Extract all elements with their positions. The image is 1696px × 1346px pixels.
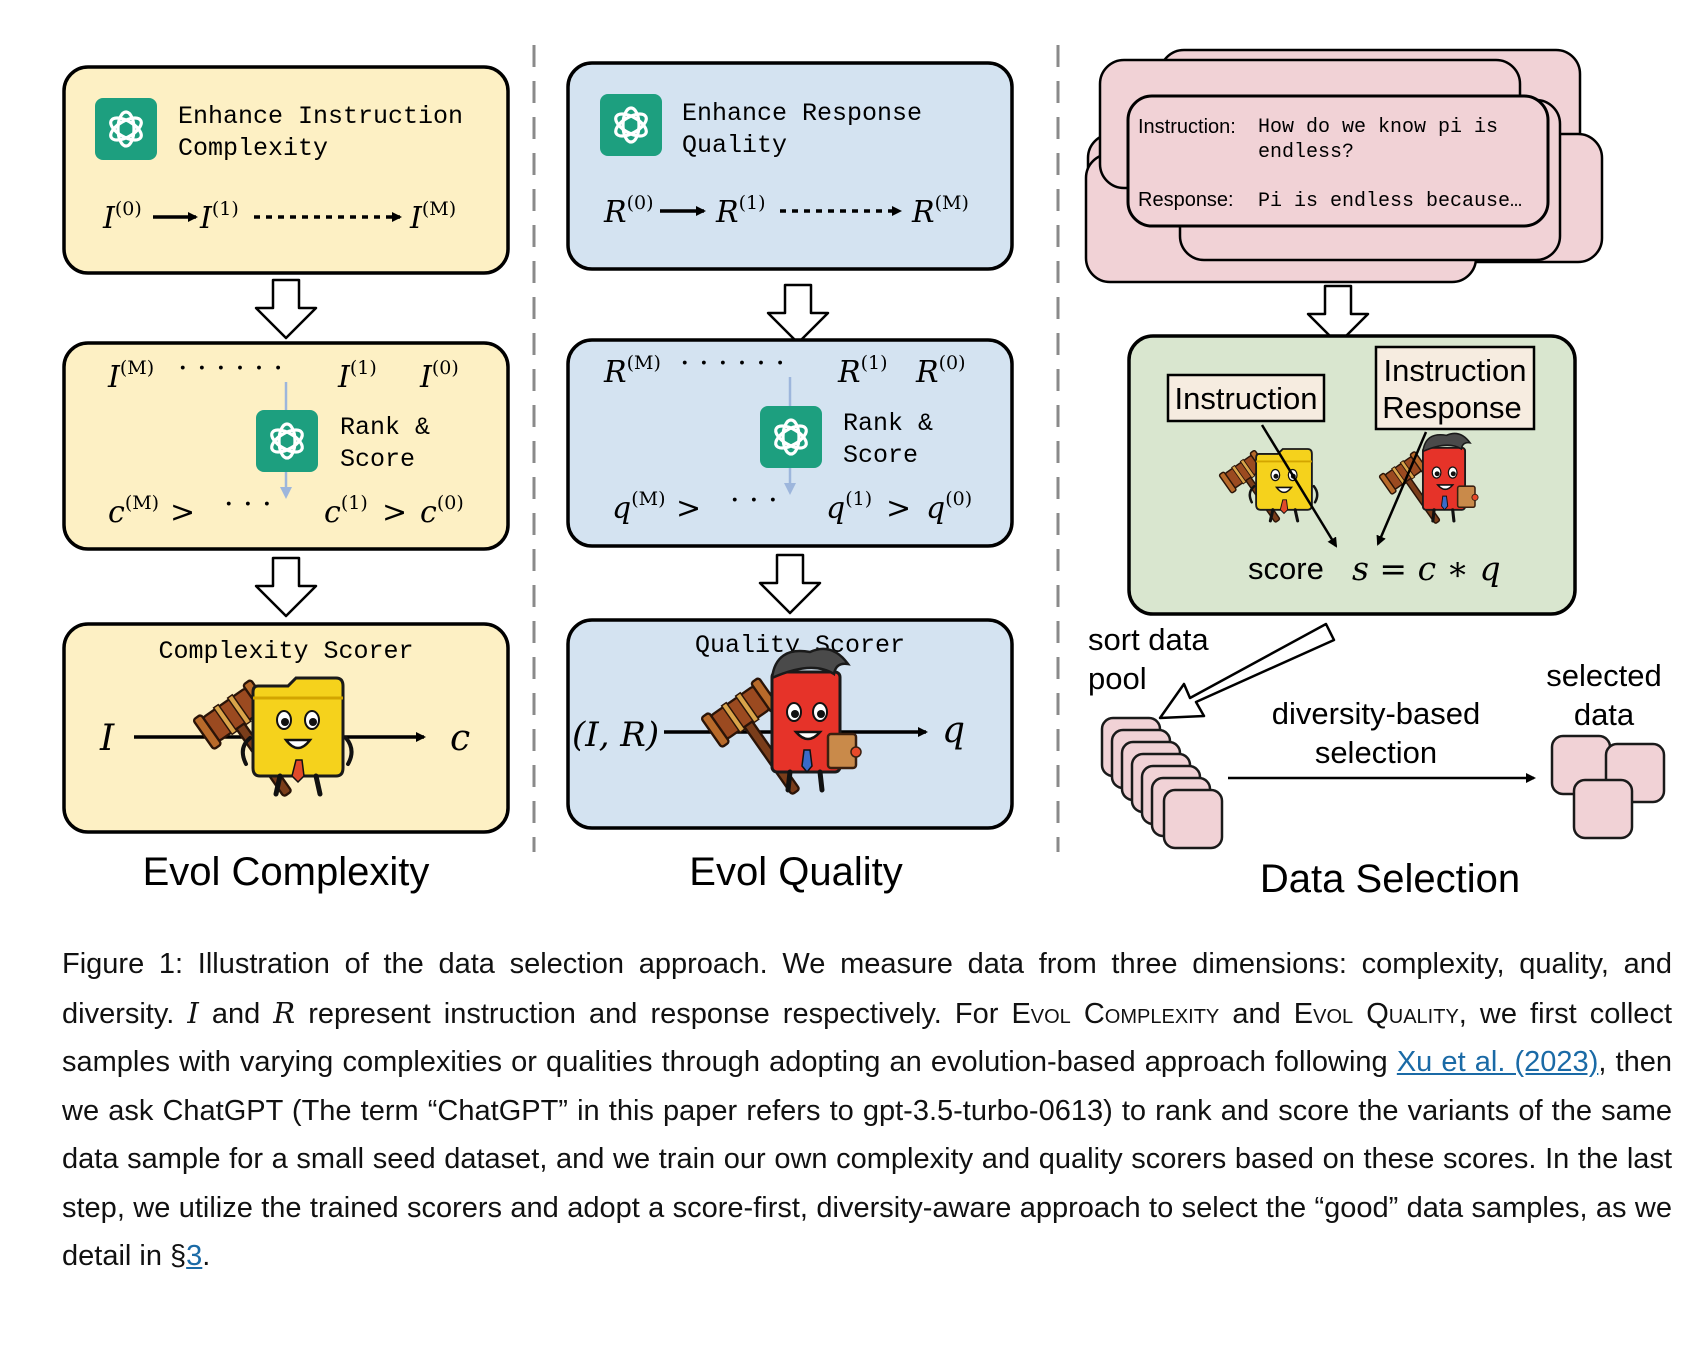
sort-label-1: sort data — [1088, 622, 1209, 657]
quality-rank-top-a: R(M) — [603, 352, 661, 390]
complexity-enhance-title-1: Enhance Instruction — [178, 102, 463, 131]
quality-enhance-title-1: Enhance Response — [682, 99, 922, 128]
evol-complexity-label: Evol Complexity — [143, 850, 430, 894]
rank-label-2: Score — [340, 445, 415, 474]
quality-chain-start: R(0) — [603, 192, 654, 230]
quality-rank-top-c: R(0) — [915, 352, 966, 390]
openai-icon — [758, 404, 824, 470]
rank-bottom-b: c(1) — [324, 492, 368, 530]
selected-data — [1550, 734, 1666, 840]
figure-1: Enhance Instruction Complexity I(0) I(1)… — [62, 45, 1666, 901]
quality-scorer-input: (I, R) — [572, 715, 659, 755]
caption-var-i: I — [187, 995, 199, 1030]
section-link-3[interactable]: 3 — [186, 1240, 203, 1272]
box-instruction-response-1: Instruction — [1383, 353, 1526, 388]
sample-response-label: Response: — [1138, 189, 1234, 211]
complexity-scorer-input: I — [99, 718, 115, 759]
score-formula: s = c ∗ q — [1352, 549, 1501, 588]
down-arrow-icon — [254, 556, 318, 618]
caption-evol-complexity: Evol Complexity — [1011, 997, 1220, 1030]
quality-rank-bottom-b: q(1) — [826, 488, 872, 526]
quality-chain-mid: R(1) — [715, 192, 766, 230]
svg-text:>: > — [886, 491, 911, 526]
complexity-scorer-output: c — [450, 718, 470, 759]
quality-enhance-title-2: Quality — [682, 131, 787, 160]
openai-icon — [598, 92, 664, 158]
data-selection-panel: Instruction: How do we know pi is endles… — [1084, 48, 1666, 901]
quality-enhance-box — [566, 61, 1014, 271]
caption-evol-quality: Evol Quality — [1293, 997, 1459, 1030]
rank-top-a: I(M) — [107, 357, 154, 395]
sample-card — [1126, 94, 1550, 228]
svg-text:>: > — [382, 495, 407, 530]
rank-top-b: I(1) — [337, 357, 377, 395]
diversity-label-1: diversity-based — [1272, 696, 1480, 731]
chain-end: I(M) — [409, 198, 456, 236]
citation-link-xu-2023[interactable]: Xu et al. (2023) — [1396, 1046, 1599, 1078]
svg-text:· · · · · ·: · · · · · · — [680, 346, 785, 381]
quality-rank-label-1: Rank & — [843, 409, 933, 438]
quality-rank-label-2: Score — [843, 441, 918, 470]
chain-mid: I(1) — [199, 198, 239, 236]
down-arrow-icon — [758, 553, 822, 615]
sort-arrow-icon — [1158, 622, 1336, 720]
sample-response-text: Pi is endless because… — [1258, 190, 1522, 213]
openai-icon — [254, 408, 320, 474]
svg-text:>: > — [676, 491, 701, 526]
svg-text:· · ·: · · · — [224, 487, 272, 522]
evol-quality-label: Evol Quality — [689, 850, 902, 894]
quality-scorer-output: q — [942, 710, 965, 751]
figure-caption: Figure 1: Illustration of the data selec… — [62, 948, 1672, 1272]
sample-instruction-label: Instruction: — [1138, 116, 1236, 138]
rank-bottom-a: c(M) — [108, 492, 159, 530]
sample-instruction-line-1: How do we know pi is — [1258, 116, 1498, 139]
complexity-scorer-title: Complexity Scorer — [158, 637, 413, 666]
complexity-enhance-box — [62, 65, 510, 275]
quality-rank-top-b: R(1) — [837, 352, 888, 390]
chain-start: I(0) — [102, 198, 142, 236]
down-arrow-icon — [254, 278, 318, 340]
quality-chain-end: R(M) — [911, 192, 969, 230]
openai-icon — [93, 96, 159, 162]
rank-top-c: I(0) — [419, 357, 459, 395]
evol-quality-panel: Enhance Response Quality R(0) R(1) R(M) … — [566, 61, 1014, 894]
svg-text:· · ·: · · · — [730, 483, 778, 518]
selected-label-1: selected — [1546, 658, 1661, 693]
data-selection-label: Data Selection — [1260, 857, 1520, 901]
evol-complexity-panel: Enhance Instruction Complexity I(0) I(1)… — [62, 65, 510, 894]
svg-text:· · · · · ·: · · · · · · — [178, 351, 283, 386]
score-word: score — [1248, 551, 1324, 586]
rank-bottom-c: c(0) — [420, 492, 464, 530]
caption-var-r: R — [273, 995, 296, 1030]
sample-instruction-line-2: endless? — [1258, 141, 1354, 164]
box-instruction-response-2: Response — [1382, 390, 1522, 425]
quality-rank-bottom-c: q(0) — [926, 488, 972, 526]
down-arrow-icon — [766, 283, 830, 345]
sorted-data-pool — [1100, 716, 1224, 850]
quality-rank-bottom-a: q(M) — [612, 488, 666, 526]
complexity-enhance-title-2: Complexity — [178, 134, 328, 163]
svg-text:>: > — [170, 495, 195, 530]
rank-label-1: Rank & — [340, 413, 430, 442]
selected-label-2: data — [1574, 697, 1635, 732]
sort-label-2: pool — [1088, 661, 1147, 696]
diversity-label-2: selection — [1315, 735, 1437, 770]
box-instruction: Instruction — [1174, 381, 1317, 416]
